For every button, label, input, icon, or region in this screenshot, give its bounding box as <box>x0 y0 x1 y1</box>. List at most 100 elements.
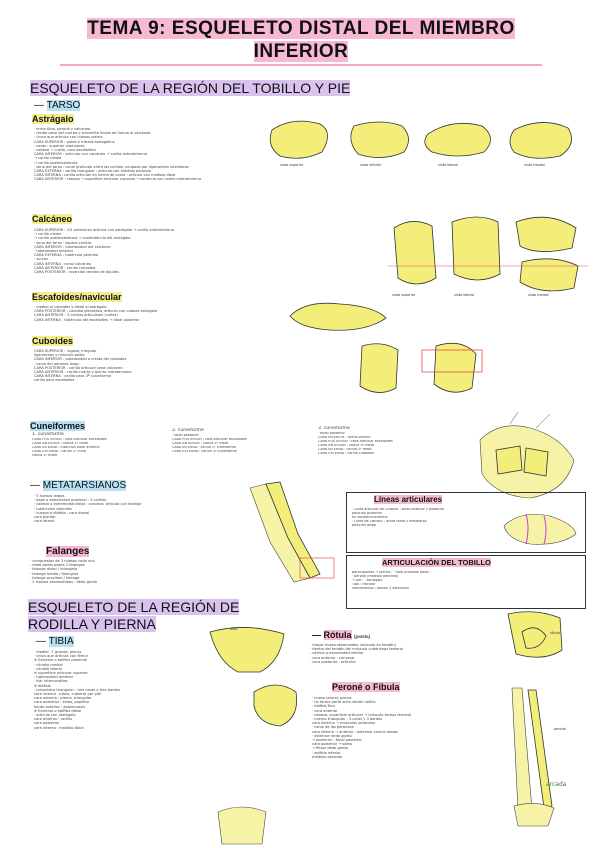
note-line: · epífisis inferior <box>312 750 341 755</box>
note-line: cara plantar <box>34 515 56 520</box>
page-title-line1: TEMA 9: ESQUELETO DISTAL DEL MIEMBRO <box>66 18 536 40</box>
lineas-notes: · Línea articular de Chopart : tarso ant… <box>352 508 500 528</box>
metatarsianos-heading: — METATARSIANOS <box>30 480 127 491</box>
note-line: · surcos <box>34 257 48 262</box>
astr-view-label-2: vista inferior <box>360 163 382 167</box>
cuboides-illustration <box>359 342 483 393</box>
note-line: · dentro del tendón del músculo cuádrice… <box>310 647 404 652</box>
cuboides-heading: Cuboides <box>32 336 74 346</box>
note-line: · único que articula con huesos pierna <box>34 135 103 140</box>
note-line: · 2 huesos sesamoideos : dedo gordo <box>30 580 97 585</box>
maleolo <box>513 803 555 827</box>
note-line: · tibial posterior <box>318 432 345 435</box>
note-line: · hueso lateral, pierna <box>312 696 352 700</box>
lineas-heading: Líneas articulares <box>374 495 443 504</box>
tobillo-notes: participantes → pierna : · tibia (maléol… <box>352 571 572 591</box>
note-line: CARA ANTERIOR : carilla cuarto y quinto … <box>34 370 132 375</box>
astr-view-label-3: vista lateral <box>438 163 458 167</box>
note-line: · cabeza o extremidad distal : convexa, … <box>34 502 142 507</box>
rotula-bone <box>521 627 547 649</box>
tibia-illustration: tibia <box>209 627 298 845</box>
foot-lines-illustration <box>503 513 577 545</box>
tibia-heading: — TIBIA <box>36 636 74 647</box>
note-line: → carilla posteroexterna <box>34 160 78 165</box>
tobillo-box <box>346 555 586 609</box>
note-line: · diáfisis fina <box>312 704 335 709</box>
note-line: CARA SUPERIOR : rugosa, irregular <box>34 349 97 353</box>
lineas-articulares-box <box>346 492 586 553</box>
astragalo-heading: Astrágalo <box>32 114 74 124</box>
note-line: CARA POSTERIOR : inserción tendón de Aqu… <box>34 270 119 275</box>
falanges-notes: · compuestas de 3 huesos cada uno· dedo … <box>30 559 250 584</box>
note-line: · falange proximal / falange <box>30 575 80 580</box>
escafoides-heading: Escafoides/navicular <box>32 292 122 302</box>
rotula-heading: — Rótula (patela) <box>312 630 371 640</box>
note-line: CARA INTERNA : canal calcáneo <box>34 261 92 266</box>
note-line: → carilla media <box>34 232 62 237</box>
tibia-proximal <box>209 627 285 673</box>
cuneiformes-heading: Cuneiformes <box>30 421 86 431</box>
note-line: cara anterior : rodilla <box>34 717 72 722</box>
note-line: CARA INTERNA : inserción tibial anterior <box>32 445 100 449</box>
perone-heading: Peroné o Fíbula <box>332 682 400 692</box>
note-line: cara lateral <box>34 519 55 524</box>
note-line: · extensor dedo gordo <box>312 733 352 738</box>
note-line: · cóndilo lateral <box>34 666 62 671</box>
note-line: cara interna : plana, cubierta por piel <box>34 692 102 697</box>
page-title-text1: TEMA 9: ESQUELETO DISTAL DEL MIEMBRO <box>87 18 515 39</box>
note-line: · 5 huesos largos <box>34 494 65 498</box>
calc-view-label-2: vista lateral <box>454 293 474 297</box>
note-line: ※ Extremo o epífisis distal <box>34 708 82 713</box>
note-line: CARA POSTERIOR : cavidad glenoidea, arti… <box>34 309 158 314</box>
arcada-label: arcada <box>546 781 567 788</box>
astr-view-label-4: vista medial <box>524 163 545 167</box>
note-line: CARA INFERIOR : tuberosidad del calcáneo <box>34 244 111 249</box>
calcaneo-view-2 <box>451 216 501 281</box>
cuboides-view-1 <box>359 343 399 393</box>
note-line: · no forma parte articulación rodilla <box>312 700 376 705</box>
page-title-line2: INFERIOR <box>66 41 536 63</box>
note-line: · mayor hueso sesamoideo (ubicado en ten… <box>310 643 397 647</box>
escafoides-notes: · medial al cuboides y distal al astrága… <box>34 305 294 322</box>
note-line: · dedo gordo posee 2 falanges <box>30 563 85 568</box>
note-line: CARA EXTERNA : tubérculo peroneo <box>34 253 99 258</box>
perone-shaft <box>527 689 553 809</box>
note-line: ※ superficie articular superior <box>34 671 88 676</box>
note-line: cara externa → músculos peroneos <box>312 721 375 726</box>
note-line: · articula con astrágalo <box>34 713 76 718</box>
astragalo-view-2 <box>350 121 409 158</box>
note-line: CARA ANTERIOR : cabeza → superficie arti… <box>34 177 202 182</box>
note-line: CARA SUPERIOR : polea o tróclea astragal… <box>34 139 115 144</box>
note-line: · medial, ↑ grande, pierna <box>34 650 82 654</box>
note-line: CARA INTERNA : carilla 2º meta <box>318 447 372 451</box>
page-title-text2: INFERIOR <box>253 41 349 62</box>
note-line: ※ Extremo o epífisis proximal <box>34 658 87 663</box>
note-line: → carilla posteroexterna → sustentáculo … <box>34 236 131 241</box>
note-line: · diá. intercondílea <box>34 679 68 684</box>
astragalo-view-3 <box>424 122 491 157</box>
note-line: CARA POSTERIOR : cara articular escafoid… <box>32 438 107 441</box>
note-line: participantes → pierna : · tibia (maléol… <box>352 571 430 574</box>
cuboides-view-2 <box>433 342 477 393</box>
note-line: · seno del tarso : canal profundo entre … <box>34 164 189 169</box>
note-line: cara posterior <box>34 721 60 726</box>
note-line: CARA INFERIOR : forma vértice <box>318 435 371 439</box>
calcaneo-view-1 <box>393 221 437 285</box>
note-line: carilla para escafoides <box>34 378 75 383</box>
note-line: Movimientos : flexión y extensión <box>352 586 409 590</box>
cuneiforme1-title: 1. cuneiforme <box>32 432 64 437</box>
astr-view-label-1: vista superior <box>280 163 304 167</box>
note-line: · canal del peroneo largo <box>34 361 79 366</box>
tobillo-heading: ARTICULACIÓN DEL TOBILLO <box>382 558 491 567</box>
note-line: · vértice o extremidad inferior <box>310 651 364 656</box>
note-line: · canal de los peroneos <box>312 725 354 730</box>
note-line: CARA ANTERIOR : carilla cuboidea <box>34 265 96 270</box>
note-line: · compuestas de 3 huesos cada uno <box>30 559 95 563</box>
note-line: CARA INFERIOR : articular con calcáneo →… <box>34 152 147 157</box>
note-line: → posterior : tibial posterior <box>312 738 362 743</box>
note-line: CARA INTERNA : carilla articular en form… <box>34 173 176 178</box>
metatarsianos-notes: · 5 huesos largos· base o extremidad pro… <box>34 494 254 523</box>
tibia-distal <box>217 806 267 845</box>
note-line: · falange media / falangina <box>30 571 79 576</box>
